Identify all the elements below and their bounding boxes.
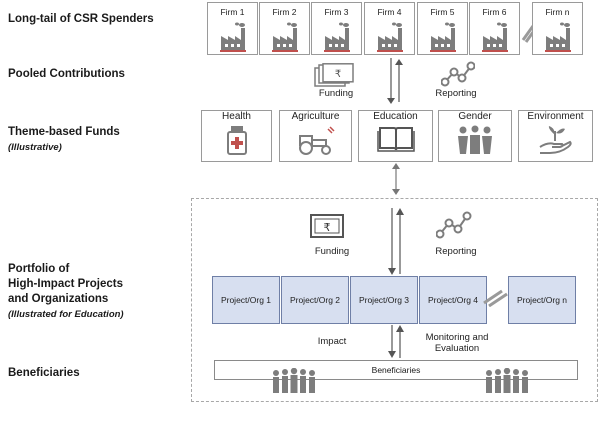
pooled-flow-arrows (387, 58, 403, 104)
firm-label: Firm 6 (482, 7, 507, 17)
firm-box-2: Firm 2 (259, 2, 310, 55)
pooled-reporting-label: Reporting (435, 88, 477, 99)
project-label: Project/Org n (516, 295, 568, 305)
firm-label: Firm 3 (324, 7, 349, 17)
factory-icon (272, 22, 298, 52)
label-theme-title: Theme-based Funds (8, 126, 120, 138)
firm-label: Firm 4 (377, 7, 402, 17)
project-label: Project/Org 3 (358, 295, 410, 305)
project-label: Project/Org 1 (220, 295, 272, 305)
factory-icon (482, 22, 508, 52)
theme-label: Agriculture (291, 111, 340, 122)
impact-label: Impact (317, 336, 347, 347)
label-portfolio-sub: (Illustrated for Education) (8, 309, 124, 320)
firm-box-4: Firm 4 (364, 2, 415, 55)
portfolio-reporting-label: Reporting (435, 246, 477, 257)
firm-box-5: Firm 5 (417, 2, 468, 55)
monitoring-label: Monitoring and Evaluation (418, 332, 496, 354)
svg-text:₹: ₹ (324, 221, 331, 234)
svg-text:₹: ₹ (335, 69, 341, 80)
ellipsis-break-icon (483, 289, 508, 307)
money-notes-icon: ₹ (314, 63, 354, 87)
pooled-funding-label: Funding (318, 88, 354, 99)
label-theme-sub: (Illustrative) (8, 142, 62, 153)
money-note-icon: ₹ (310, 214, 344, 238)
portfolio-flow-arrows (388, 208, 404, 275)
theme-box-environment: Environment (518, 110, 593, 162)
monitoring-label-l2: Evaluation (434, 343, 480, 354)
impact-flow-arrows (388, 325, 404, 358)
theme-box-health: Health (201, 110, 272, 162)
theme-box-education: Education (358, 110, 433, 162)
project-box-2: Project/Org 2 (281, 276, 349, 324)
theme-label: Environment (527, 111, 584, 122)
portfolio-funding-label: Funding (314, 246, 350, 257)
firm-box-3: Firm 3 (311, 2, 362, 55)
firm-box-1: Firm 1 (207, 2, 258, 55)
label-portfolio-l3: and Organizations (8, 293, 109, 305)
factory-icon (430, 22, 456, 52)
factory-icon (377, 22, 403, 52)
firm-box-6: Firm 6 (469, 2, 520, 55)
factory-icon (324, 22, 350, 52)
theme-label: Education (373, 111, 418, 122)
theme-label: Gender (458, 111, 492, 122)
project-box-1: Project/Org 1 (212, 276, 280, 324)
label-beneficiaries: Beneficiaries (8, 367, 80, 379)
firm-label: Firm 5 (430, 7, 455, 17)
firm-label: Firm 1 (220, 7, 245, 17)
project-box-4: Project/Org 4 (419, 276, 487, 324)
label-portfolio: Portfolio of High-Impact Projects and Or… (8, 262, 124, 322)
theme-box-agriculture: Agriculture (279, 110, 352, 162)
people-group-icon (486, 368, 528, 393)
label-portfolio-l2: High-Impact Projects (8, 278, 124, 290)
factory-icon (220, 22, 246, 52)
people-group-icon (458, 125, 492, 154)
beneficiaries-bar-label: Beneficiaries (371, 365, 421, 375)
label-pooled-contributions: Pooled Contributions (8, 68, 125, 80)
theme-portfolio-double-arrow (392, 163, 400, 195)
monitoring-label-l1: Monitoring and (425, 332, 489, 343)
firm-label: Firm n (545, 7, 570, 17)
hand-plant-icon (538, 126, 572, 154)
label-portfolio-l1: Portfolio of (8, 263, 70, 275)
portfolio-container (191, 198, 598, 402)
theme-label: Health (222, 111, 251, 122)
firm-label: Firm 2 (272, 7, 297, 17)
book-icon (376, 127, 415, 152)
theme-box-gender: Gender (438, 110, 512, 162)
project-box-3: Project/Org 3 (350, 276, 418, 324)
label-theme-funds: Theme-based Funds (Illustrative) (8, 125, 120, 155)
medicine-bottle-icon (226, 126, 247, 155)
project-label: Project/Org 4 (427, 295, 479, 305)
label-long-tail: Long-tail of CSR Spenders (8, 13, 154, 25)
project-box-n: Project/Org n (508, 276, 576, 324)
people-group-icon (273, 368, 315, 393)
firm-box-n: Firm n (532, 2, 583, 55)
factory-icon (545, 22, 571, 52)
reporting-trend-icon (441, 61, 475, 87)
tractor-icon (298, 126, 335, 155)
reporting-trend-icon (436, 211, 472, 239)
project-label: Project/Org 2 (289, 295, 341, 305)
